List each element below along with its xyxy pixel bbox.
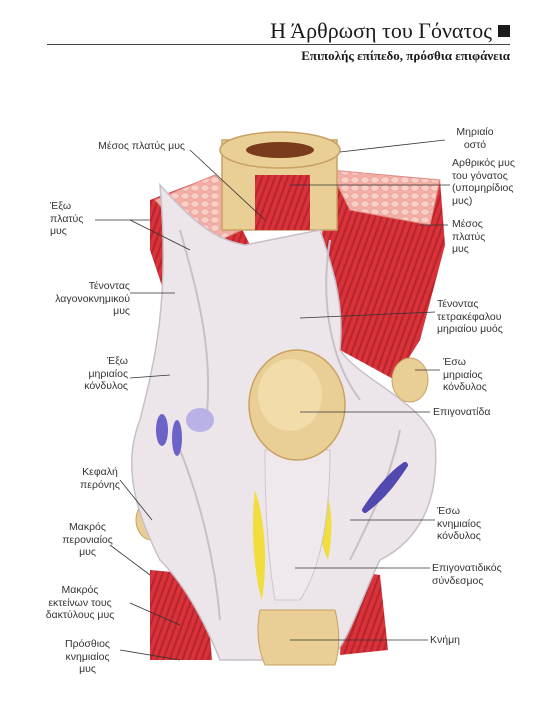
femur-marrow <box>246 142 314 158</box>
title-rule <box>47 44 510 45</box>
tibia <box>257 609 340 666</box>
vessel-left-1 <box>156 414 168 446</box>
label-medial-femoral-condyle: Έσω μηριαίος κόνδυλος <box>443 356 487 393</box>
bursa-left <box>186 408 214 432</box>
label-lateral-femoral-condyle: Έξω μηριαίος κόνδυλος <box>84 355 128 392</box>
label-medial-tibial-condyle: Έσω κνημιαίος κόνδυλος <box>437 505 482 542</box>
label-tibia: Κνήμη <box>430 634 460 646</box>
label-peroneus-longus: Μακρός περονιαίος μυς <box>62 521 113 558</box>
fat-pad-left <box>252 490 266 600</box>
label-fibula-head: Κεφαλή περόνης <box>80 466 120 491</box>
label-tibialis-anterior: Πρόσθιος κνημιαίος μυς <box>65 638 110 675</box>
label-vastus-medialis: Μέσος πλατύς μυς <box>452 218 486 255</box>
label-patellar-ligament: Επιγονατιδικός σύνδεσμος <box>432 562 502 587</box>
label-femur: Μηριαίο οστό <box>456 126 494 151</box>
tendon-fold-1 <box>179 229 210 431</box>
title-text: Η Άρθρωση του Γόνατος <box>270 18 492 43</box>
patellar-ligament <box>264 449 331 601</box>
tendon-fold-3 <box>179 449 221 621</box>
patella-highlight <box>258 359 322 431</box>
page-title: Η Άρθρωση του Γόνατος <box>270 18 510 44</box>
vessel-left-2 <box>172 420 182 456</box>
page-subtitle: Επιπολής επίπεδο, πρόσθια επιφάνεια <box>301 48 510 63</box>
label-vastus-lateralis: Έξω πλατύς μυς <box>50 200 84 237</box>
label-quadriceps-tendon: Τένοντας τετρακέφαλου μηριαίου μυός <box>437 298 503 335</box>
label-patella: Επιγονατίδα <box>433 406 491 418</box>
articularis-muscle <box>255 175 310 230</box>
leader-lines <box>95 139 450 661</box>
vastus-medialis-muscle <box>320 170 445 380</box>
label-biceps-tendon: Τένοντας λαγονοκνημικού μυς <box>55 280 130 317</box>
label-extensor-digitorum: Μακρός εκτείνων τους δακτύλους μυς <box>45 584 115 621</box>
vessel-right <box>362 462 408 513</box>
medial-femoral-condyle <box>391 357 429 403</box>
title-square-icon <box>498 25 510 37</box>
label-vastus-intermedius: Μέσος πλατύς μυς <box>98 140 185 152</box>
tendon-fold-2 <box>325 239 361 401</box>
label-articularis: Αρθρικός μυς του γόνατος (υπομηρίδιος μυ… <box>452 157 515 207</box>
